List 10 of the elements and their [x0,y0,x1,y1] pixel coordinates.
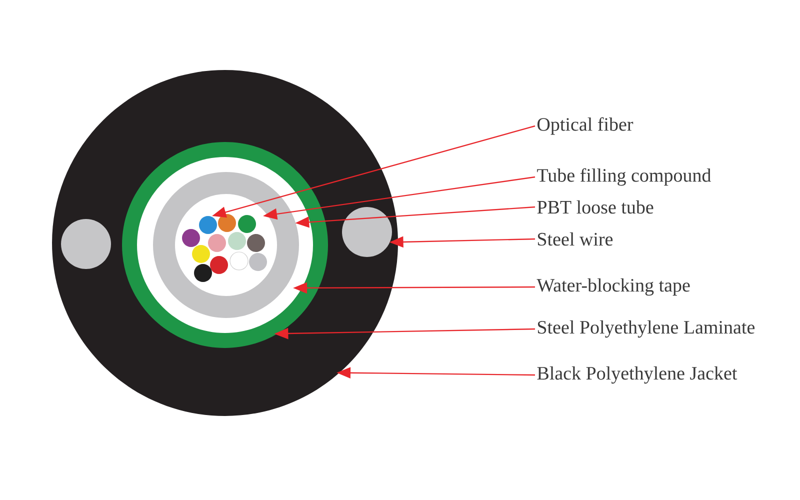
part-label: Tube filling compound [537,168,711,186]
part-label: Steel Polyethylene Laminate [538,320,755,338]
part-label: PBT loose tube [537,200,654,214]
fiber-circle [199,216,217,234]
part-label: Water-blocking tape [536,278,690,296]
part-label: Optical fiber [538,117,634,135]
part-label: Black Polyethylene Jacket [537,366,738,384]
part-label: Steel wire [538,232,613,246]
steel-wire [61,219,111,269]
steel-wire [342,207,392,257]
